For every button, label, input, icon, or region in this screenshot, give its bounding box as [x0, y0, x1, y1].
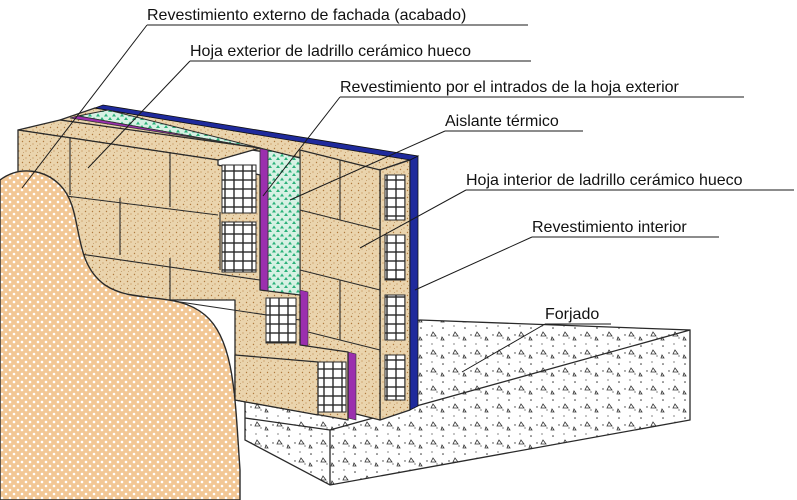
svg-text:Forjado: Forjado — [545, 306, 599, 323]
svg-text:Hoja exterior de ladrillo cerá: Hoja exterior de ladrillo cerámico hueco — [190, 43, 471, 60]
svg-text:Aislante térmico: Aislante térmico — [445, 113, 559, 130]
svg-text:Revestimiento externo de facha: Revestimiento externo de fachada (acabad… — [147, 7, 466, 24]
label-hoja-exterior: Hoja exterior de ladrillo cerámico hueco — [87, 43, 531, 169]
label-revestimiento-interior: Revestimiento interior — [414, 219, 719, 291]
label-revestimiento-externo: Revestimiento externo de fachada (acabad… — [21, 7, 528, 189]
label-revestimiento-intrados: Revestimiento por el intrados de la hoja… — [262, 79, 744, 197]
svg-text:Revestimiento interior: Revestimiento interior — [532, 219, 687, 236]
label-aislante: Aislante térmico — [289, 113, 583, 201]
svg-text:Revestimiento por el intrados: Revestimiento por el intrados de la hoja… — [340, 79, 680, 96]
hoja-exterior-wall — [17, 119, 349, 421]
svg-text:Hoja interior de ladrillo cerá: Hoja interior de ladrillo cerámico hueco — [466, 172, 743, 189]
label-hoja-interior: Hoja interior de ladrillo cerámico hueco — [359, 172, 794, 249]
revestimiento-externo-layer — [0, 170, 241, 500]
label-forjado: Forjado — [461, 306, 611, 373]
